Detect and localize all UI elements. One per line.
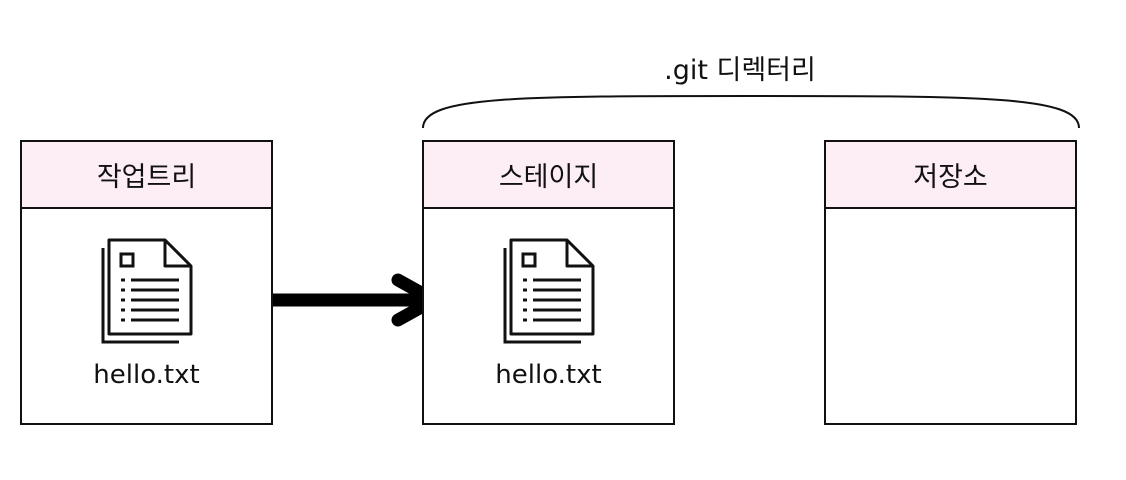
git-directory-label: .git 디렉터리 [664,55,816,86]
git-directory-brace [422,95,1080,129]
working-tree-file-name: hello.txt [93,360,200,390]
document-icon [101,238,193,344]
stage-file-name: hello.txt [495,360,602,390]
repository-box: 저장소 [824,140,1077,425]
document-icon [503,238,595,344]
stage-title: 스테이지 [424,142,673,209]
working-tree-box: 작업트리 hello.txt [20,140,273,425]
repository-title: 저장소 [826,142,1075,209]
working-tree-title: 작업트리 [22,142,271,209]
stage-box: 스테이지 hello.txt [422,140,675,425]
arrow-right-icon [247,273,441,327]
